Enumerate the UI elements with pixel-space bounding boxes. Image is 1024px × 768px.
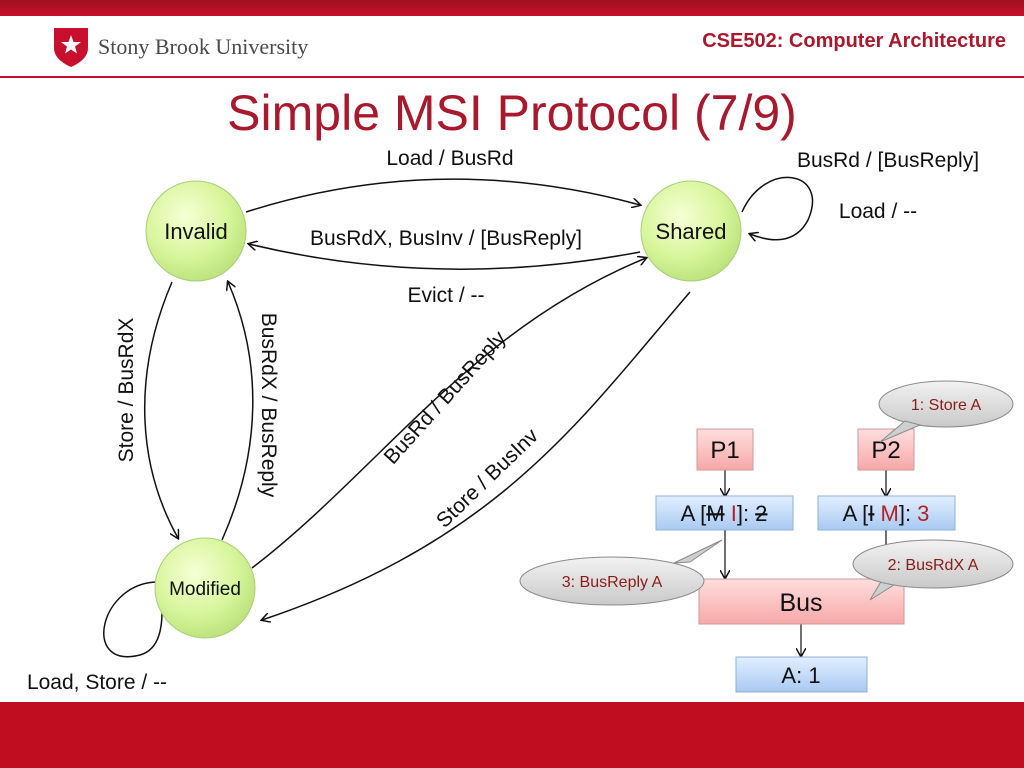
cache2-new-value: 3 bbox=[917, 501, 929, 526]
arrow-modified-to-invalid bbox=[221, 282, 254, 541]
cache1-old-state: M bbox=[706, 501, 724, 526]
state-shared: Shared bbox=[640, 180, 742, 282]
label-shared-load: Load / -- bbox=[839, 200, 917, 223]
processor-p1: P1 bbox=[696, 428, 754, 471]
state-invalid-label: Invalid bbox=[164, 219, 228, 244]
callout-step3-text: 3: BusReply A bbox=[562, 574, 663, 591]
arrow-shared-to-invalid bbox=[249, 244, 641, 270]
arrow-shared-to-modified bbox=[262, 291, 691, 620]
memory: A: 1 bbox=[735, 656, 868, 693]
cache2-old-state: I bbox=[868, 501, 874, 526]
cache1-new-state: I bbox=[731, 501, 737, 526]
callout-step1-text: 1: Store A bbox=[911, 397, 982, 414]
cache1-prefix: A [ bbox=[681, 501, 707, 526]
label-load-store: Load, Store / -- bbox=[27, 671, 167, 694]
state-modified: Modified bbox=[154, 537, 256, 639]
arrow-modified-self-loop bbox=[103, 581, 163, 658]
cache2-text: A [I M]: 3 bbox=[843, 501, 930, 526]
memory-label: A: 1 bbox=[781, 663, 820, 688]
university-name: Stony Brook University bbox=[98, 34, 309, 59]
label-load-busrd: Load / BusRd bbox=[386, 147, 513, 170]
label-shared-busrd: BusRd / [BusReply] bbox=[797, 149, 979, 172]
label-store-businv: Store / BusInv bbox=[432, 424, 543, 533]
p1-label: P1 bbox=[710, 437, 739, 464]
arrow-modified-to-shared bbox=[251, 258, 646, 569]
bottom-accent-bar bbox=[0, 702, 1024, 768]
label-store-busrdx: Store / BusRdX bbox=[115, 318, 138, 463]
cache2-prefix: A [ bbox=[843, 501, 869, 526]
callout-step2-text: 2: BusRdX A bbox=[888, 557, 979, 574]
cache2-new-state: M bbox=[881, 501, 899, 526]
state-modified-label: Modified bbox=[169, 579, 241, 600]
cache-line-p1: A [M I]: 2 bbox=[655, 495, 794, 531]
course-title: CSE502: Computer Architecture bbox=[702, 30, 1006, 52]
callout-step1: 1: Store A bbox=[878, 380, 1014, 443]
arrow-invalid-to-modified bbox=[144, 281, 178, 538]
university-logo: Stony Brook University bbox=[52, 26, 392, 70]
slide-title: Simple MSI Protocol (7/9) bbox=[227, 85, 797, 141]
arrow-invalid-to-shared bbox=[245, 178, 640, 213]
cache1-text: A [M I]: 2 bbox=[681, 501, 768, 526]
label-busrd-busreply: BusRd / BusReply bbox=[380, 326, 511, 468]
label-evict: Evict / -- bbox=[408, 284, 485, 307]
p2-label: P2 bbox=[871, 437, 900, 464]
processor-p2: P2 bbox=[857, 428, 915, 471]
top-accent-bar bbox=[0, 0, 1024, 16]
callout-step2: 2: BusRdX A bbox=[852, 539, 1014, 601]
cache1-old-value: 2 bbox=[755, 501, 767, 526]
header-divider bbox=[0, 76, 1024, 78]
cache-line-p2: A [I M]: 3 bbox=[817, 495, 956, 531]
shield-icon bbox=[54, 28, 88, 67]
cache1-mid: ]: bbox=[737, 501, 755, 526]
callout-step3: 3: BusReply A bbox=[519, 539, 723, 606]
bus: Bus bbox=[698, 578, 905, 625]
cache2-mid: ]: bbox=[899, 501, 917, 526]
label-busrdx-businv: BusRdX, BusInv / [BusReply] bbox=[310, 227, 582, 250]
arrow-shared-self-loop bbox=[741, 176, 814, 239]
label-busrdx-busreply: BusRdX / BusReply bbox=[257, 313, 280, 498]
state-invalid: Invalid bbox=[145, 180, 247, 282]
state-shared-label: Shared bbox=[656, 219, 727, 244]
bus-label: Bus bbox=[779, 589, 822, 617]
